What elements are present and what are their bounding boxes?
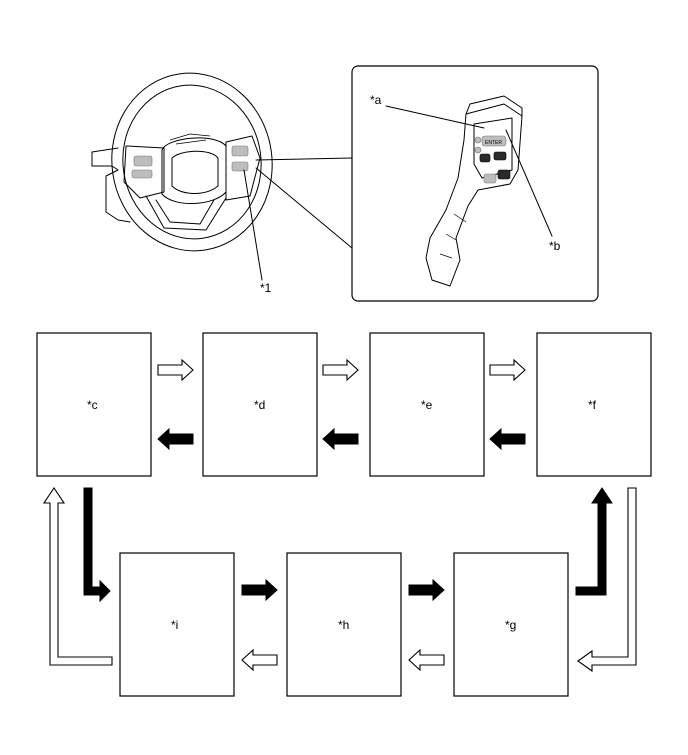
arrow-hollow-i-to-c	[42, 487, 113, 666]
callout-1-leader	[243, 169, 263, 281]
left-spoke-switch	[133, 155, 153, 167]
flow-box-e-label: *e	[421, 398, 433, 412]
wheel-spoke-lower-inner	[155, 199, 215, 225]
flow-box-h-label: *h	[338, 618, 349, 632]
wheel-top-detail	[169, 133, 211, 145]
arrow-solid-f-to-e	[489, 427, 526, 451]
switch-button-mode	[493, 151, 507, 161]
switch-grip-detail	[439, 213, 467, 259]
arrow-hollow-e-to-f	[489, 358, 526, 382]
flow-arrows	[42, 358, 637, 673]
wheel-rim-inner	[122, 84, 262, 240]
arrow-solid-e-to-d	[322, 427, 359, 451]
arrow-solid-d-to-c	[157, 427, 194, 451]
switch-face	[473, 117, 513, 179]
switch-top-cap	[465, 95, 523, 117]
arrow-hollow-c-to-d	[157, 358, 194, 382]
right-spoke-switch	[231, 145, 249, 157]
inset-connector-top	[255, 157, 353, 161]
arrow-solid-h-to-g	[408, 578, 445, 602]
callout-a-label: *a	[370, 93, 382, 107]
flow-box-f-label: *f	[588, 398, 597, 412]
arrow-hollow-f-to-g	[577, 487, 637, 673]
flow-box-i	[119, 552, 235, 697]
wheel-hub-pad	[171, 150, 219, 194]
right-spoke-switch-2	[231, 161, 249, 172]
steering-column	[91, 151, 131, 223]
switch-button-down	[474, 146, 482, 154]
inset-connector-bottom	[255, 167, 353, 249]
flow-box-d	[202, 332, 318, 477]
flow-box-c-label: *c	[87, 398, 98, 412]
flow-boxes: *c *d *e *f *i *h *g	[36, 332, 652, 697]
arrow-hollow-h-to-i	[241, 648, 278, 672]
arrow-hollow-g-to-h	[408, 648, 445, 672]
switch-button-phone	[479, 153, 491, 163]
arrow-hollow-d-to-e	[322, 358, 359, 382]
switch-body	[425, 103, 523, 287]
steering-wheel-illustration: *1	[91, 72, 353, 295]
wheel-spoke-right	[225, 135, 261, 201]
callout-b-label: *b	[549, 239, 561, 253]
flow-box-h	[286, 552, 402, 697]
switch-button-up	[474, 136, 482, 144]
flow-box-d-label: *d	[254, 398, 265, 412]
left-spoke-switch-2	[131, 169, 153, 179]
flow-box-g	[453, 552, 569, 697]
callout-1-label: *1	[260, 281, 272, 295]
wheel-spoke-left	[123, 145, 165, 199]
flow-box-e	[369, 332, 485, 477]
inset-frame	[351, 65, 599, 302]
flow-box-c	[36, 332, 152, 477]
wheel-spoke-lower	[145, 195, 227, 231]
arrow-solid-g-to-f	[575, 487, 613, 596]
flow-box-i-label: *i	[171, 618, 178, 632]
arrow-solid-i-to-h	[241, 578, 278, 602]
switch-inset: ENTER *a *b	[351, 65, 599, 302]
switch-enter-button	[481, 135, 507, 147]
callout-b-leader	[505, 129, 553, 237]
steering-column-edge	[91, 147, 119, 153]
flow-box-g-label: *g	[505, 618, 516, 632]
switch-enter-text: ENTER	[485, 140, 502, 146]
switch-button-back	[483, 173, 497, 184]
wheel-rim-outer	[111, 72, 273, 252]
switch-button-lower	[497, 169, 511, 180]
callout-a-leader	[385, 105, 485, 129]
flow-box-f	[536, 332, 652, 477]
arrow-solid-c-to-i	[83, 487, 111, 603]
